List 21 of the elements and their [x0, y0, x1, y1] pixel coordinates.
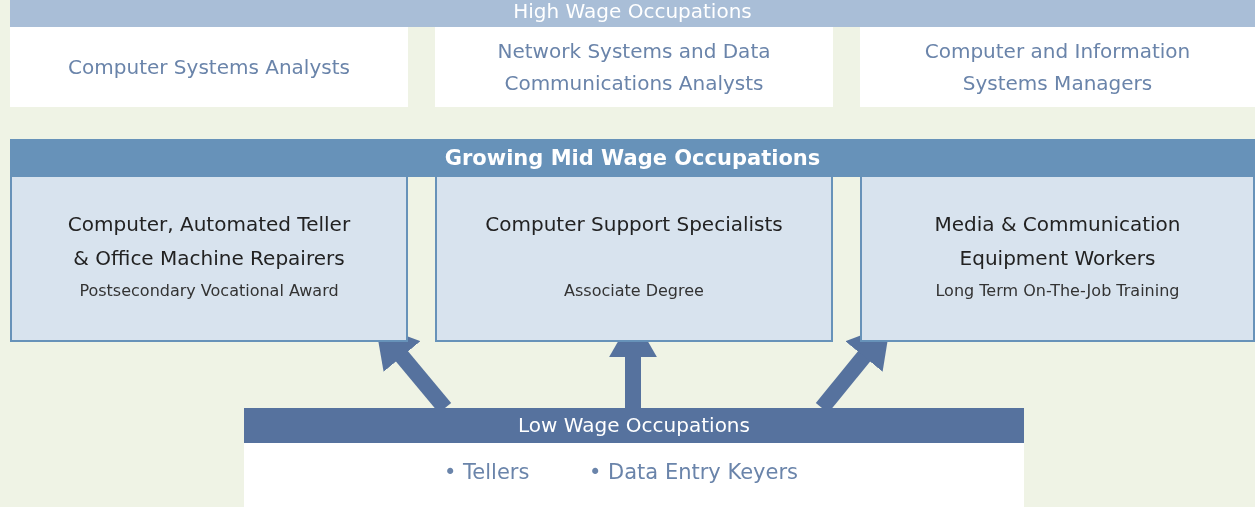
occupation-box — [10, 177, 408, 342]
tier-header-bar: High Wage Occupations — [10, 0, 1255, 27]
occupation-item: • Data Entry Keyers — [589, 460, 798, 484]
occupation-box — [860, 177, 1255, 342]
occupation-box — [435, 27, 833, 107]
occupation-name: Media & Communication Equipment Workers — [933, 211, 1182, 272]
occupation-name: Network Systems and Data Communications Analysts — [496, 38, 772, 97]
occupation-name: Computer and Information Systems Managers — [923, 38, 1192, 97]
occupation-item: • Tellers — [444, 460, 530, 484]
tier-header-bar: Growing Mid Wage Occupations — [10, 139, 1255, 177]
occupation-box — [10, 27, 408, 107]
occupation-name: Computer, Automated Teller & Office Machine Repairers — [66, 211, 352, 272]
occupation-name: Computer Support Specialists — [484, 211, 784, 238]
occupation-box — [435, 177, 833, 342]
training-requirement: Postsecondary Vocational Award — [78, 281, 340, 300]
tier-header: Low Wage Occupations — [244, 408, 1024, 443]
training-requirement: Associate Degree — [563, 281, 705, 300]
tier-panel — [244, 408, 1024, 507]
training-requirement: Long Term On-The-Job Training — [934, 281, 1181, 300]
occupation-name: Computer Systems Analysts — [67, 54, 351, 81]
occupation-box — [860, 27, 1255, 107]
